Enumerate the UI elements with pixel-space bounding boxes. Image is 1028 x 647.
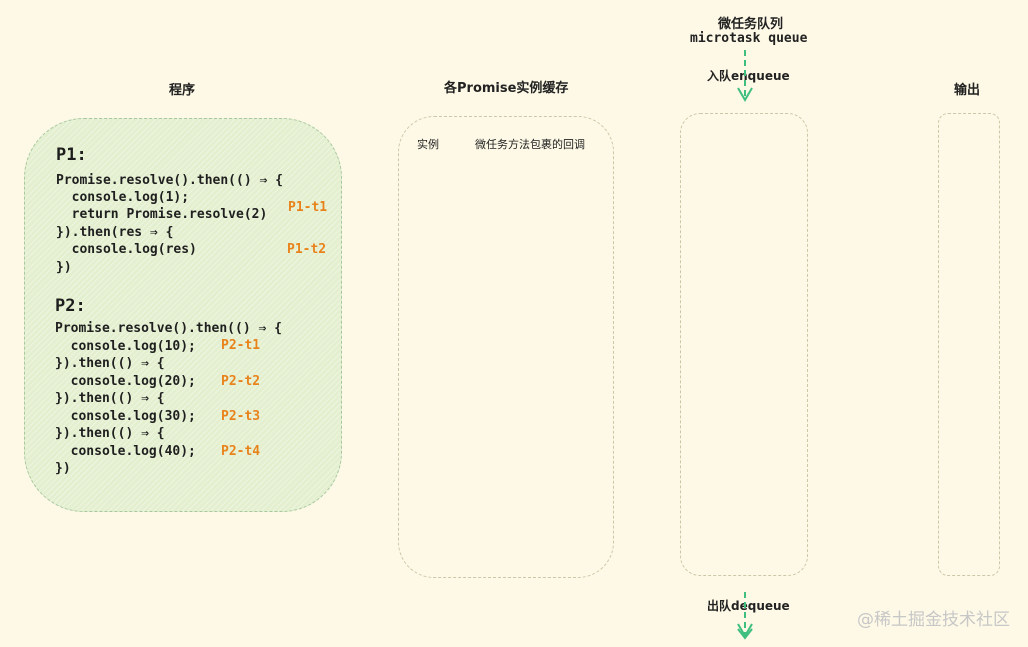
p1-t2-tag: P1-t2 [287, 242, 327, 257]
p2-code-line: }) [55, 461, 71, 476]
p2-code-line: }).then(() ⇒ { [55, 426, 165, 441]
watermark: @稀土掘金技术社区 [857, 610, 1010, 630]
p2-code-line: Promise.resolve().then(() ⇒ { [55, 321, 282, 336]
cache-callback-column: 微任务方法包裹的回调 [475, 138, 585, 151]
p1-code-line: }).then(res ⇒ { [56, 225, 174, 240]
p1-code-line: console.log(res) [56, 242, 197, 257]
dequeue-label: 出队dequeue [707, 599, 790, 613]
promise-cache-box [398, 116, 614, 578]
p2-code-line: console.log(30); [55, 409, 196, 424]
cache-heading: 各Promise实例缓存 [444, 81, 569, 96]
p2-code-line: console.log(40); [55, 444, 196, 459]
cache-instance-column: 实例 [417, 138, 439, 151]
enqueue-arrow-icon [737, 50, 753, 102]
output-heading: 输出 [954, 83, 981, 98]
p1-code-line: console.log(1); [56, 190, 190, 205]
p2-label: P2: [55, 296, 86, 316]
p2-code-line: console.log(10); [55, 339, 196, 354]
p1-code-line: return Promise.resolve(2) [56, 207, 268, 222]
output-box [938, 113, 1000, 576]
program-heading: 程序 [169, 83, 196, 98]
enqueue-label: 入队enqueue [707, 69, 790, 83]
p2-code-line: }).then(() ⇒ { [55, 356, 165, 371]
p1-label: P1: [56, 145, 87, 165]
dequeue-arrow-icon [737, 592, 753, 640]
program-panel [24, 118, 342, 512]
p1-code-line: }) [56, 260, 72, 275]
queue-heading-cn: 微任务队列 [718, 17, 784, 32]
p1-t1-tag: P1-t1 [288, 200, 328, 215]
p2-code-line: console.log(20); [55, 374, 196, 389]
p2-t2-tag: P2-t2 [221, 374, 261, 389]
queue-heading-en: microtask queue [690, 31, 808, 46]
p2-t3-tag: P2-t3 [221, 409, 261, 424]
p2-code-line: }).then(() ⇒ { [55, 391, 165, 406]
p2-t4-tag: P2-t4 [221, 444, 261, 459]
p1-code-line: Promise.resolve().then(() ⇒ { [56, 173, 283, 188]
microtask-queue-box [680, 113, 808, 576]
p2-t1-tag: P2-t1 [221, 338, 261, 353]
